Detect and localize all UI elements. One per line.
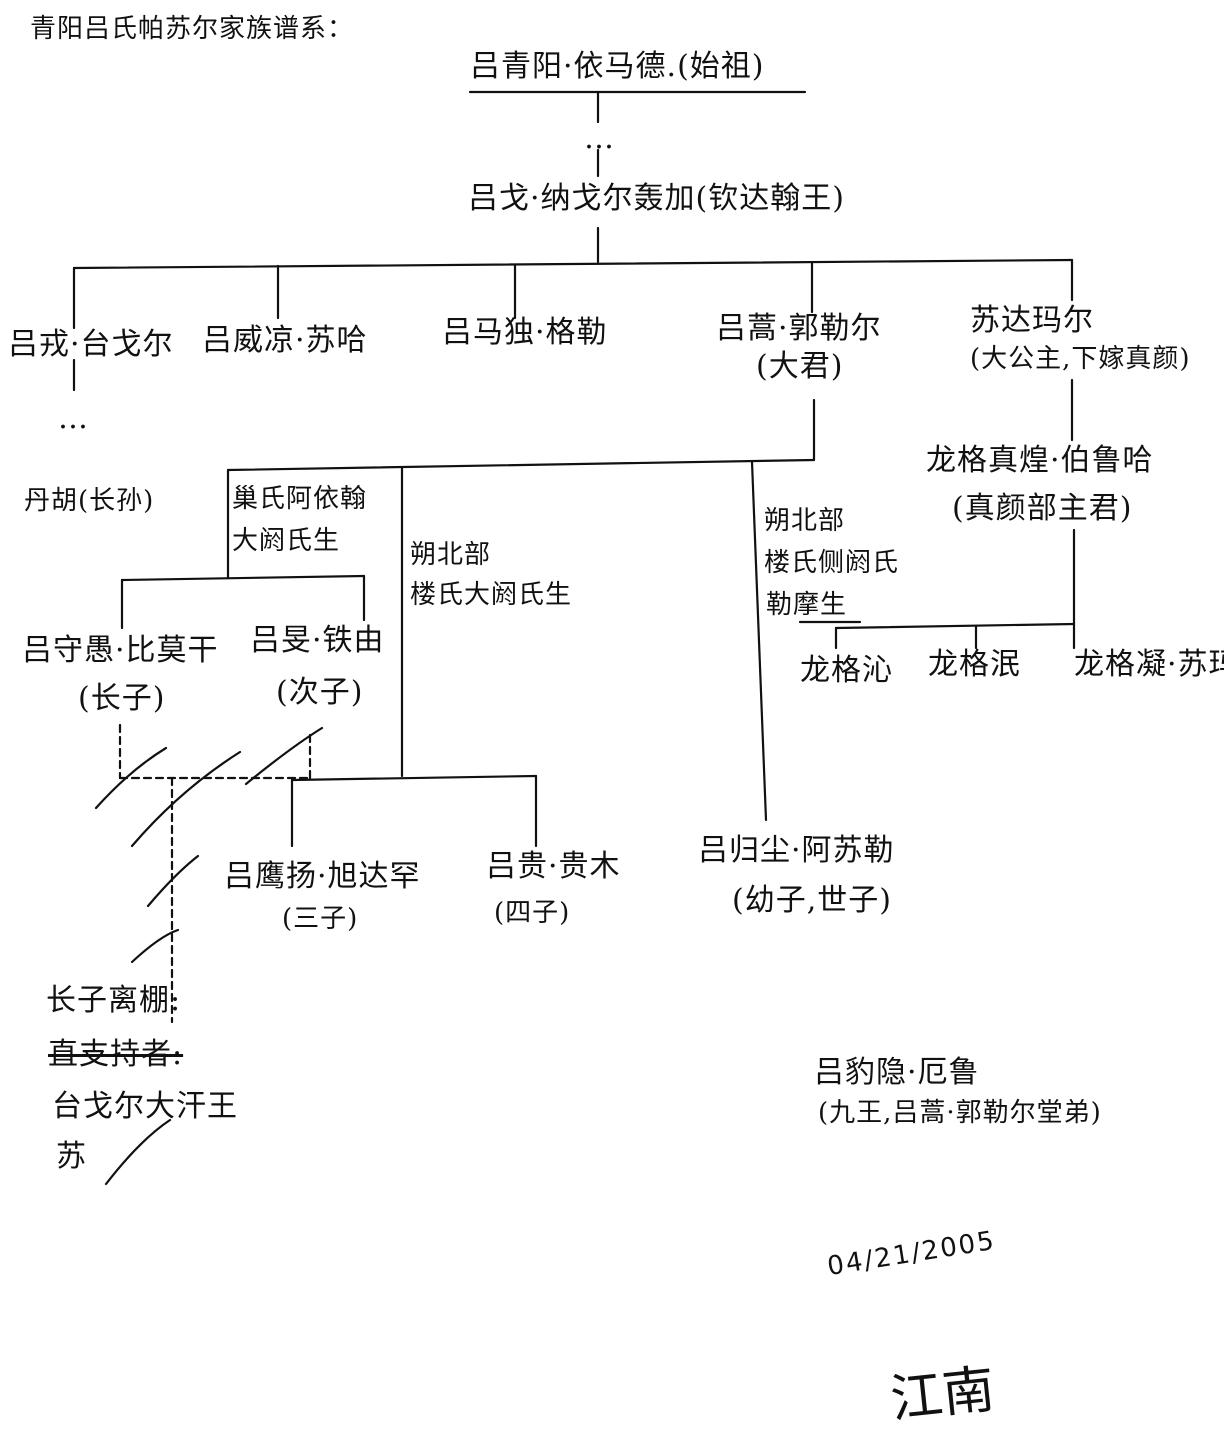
dl-bus	[834, 622, 1076, 630]
son-4-name: 吕贵·贵木	[486, 849, 621, 884]
son-2-role: (次子)	[276, 675, 364, 710]
ellipsis-top: …	[584, 121, 615, 156]
author-signature: 江南	[887, 1359, 998, 1431]
mother-2-line2: 楼氏大阏氏生	[410, 580, 573, 610]
founder-node: 吕青阳·依马德.(始祖)	[470, 49, 765, 84]
son-3-name: 吕鹰扬·旭达罕	[224, 859, 421, 894]
break-mark	[130, 750, 242, 848]
wife1-bus	[120, 574, 366, 582]
child-node-3: 吕马独·格勒	[442, 315, 608, 350]
son-1-name: 吕守愚·比莫干	[22, 633, 219, 668]
son-4-role: (四子)	[494, 898, 571, 928]
mother-3-line2: 楼氏侧阏氏	[764, 548, 900, 578]
note-line-2: 直支持者:	[48, 1037, 184, 1072]
son-5-role: (幼子,世子)	[732, 883, 892, 918]
child-node-4-role: (大君)	[756, 349, 844, 384]
child-node-4-name: 吕蒿·郭勒尔	[716, 311, 882, 346]
note-line-3: 台戈尔大汗王	[52, 1089, 238, 1124]
wife3-drop	[750, 460, 768, 822]
uncle-node-name: 吕豹隐·厄鲁	[814, 1055, 980, 1090]
son-1-role: (长子)	[78, 681, 166, 716]
mother-2-line1: 朔北部	[410, 540, 492, 570]
break-mark	[244, 726, 324, 786]
mother-1-line1: 巢氏阿依翰	[232, 484, 368, 514]
grandson-node: 丹胡(长孙)	[24, 486, 155, 516]
son-5-name: 吕归尘·阿苏勒	[698, 833, 895, 868]
ellipsis-left: …	[58, 401, 89, 436]
child-node-2: 吕威凉·苏哈	[202, 323, 368, 358]
son-2-name: 吕旻·铁由	[250, 623, 385, 658]
descendant-node-1: 龙格沁	[800, 653, 893, 688]
break-mark	[94, 746, 168, 810]
uncle-node-role: (九王,吕蒿·郭勒尔堂弟)	[818, 1098, 1102, 1128]
king-node: 吕戈·纳戈尔轰加(钦达翰王)	[468, 181, 845, 216]
son-3-role: (三子)	[282, 904, 359, 934]
child-node-5-role: (大公主,下嫁真颜)	[970, 344, 1191, 374]
mother-3-line3: 勒摩生	[766, 590, 848, 620]
break-mark	[130, 928, 180, 964]
descendant-node-2: 龙格泯	[928, 647, 1021, 682]
husband-node-name: 龙格真煌·伯鲁哈	[926, 443, 1154, 478]
break-mark	[146, 854, 200, 908]
mother-1-line2: 大阏氏生	[232, 526, 341, 556]
children-bus	[72, 258, 1074, 270]
break-mark	[104, 1118, 172, 1186]
wives-bus	[226, 458, 816, 472]
mother-3-line1: 朔北部	[764, 506, 846, 536]
diagram-title: 青阳吕氏帕苏尔家族谱系：	[30, 14, 355, 44]
child-node-5-name: 苏达玛尔	[970, 303, 1094, 338]
wife2-bus	[290, 774, 538, 782]
note-line-1: 长子离棚:	[46, 983, 182, 1018]
child-node-1: 吕戎·台戈尔	[8, 327, 174, 362]
husband-node-role: (真颜部主君)	[952, 491, 1133, 526]
note-line-4: 苏	[56, 1139, 87, 1174]
descendant-node-3: 龙格凝·苏玛	[1074, 647, 1224, 682]
